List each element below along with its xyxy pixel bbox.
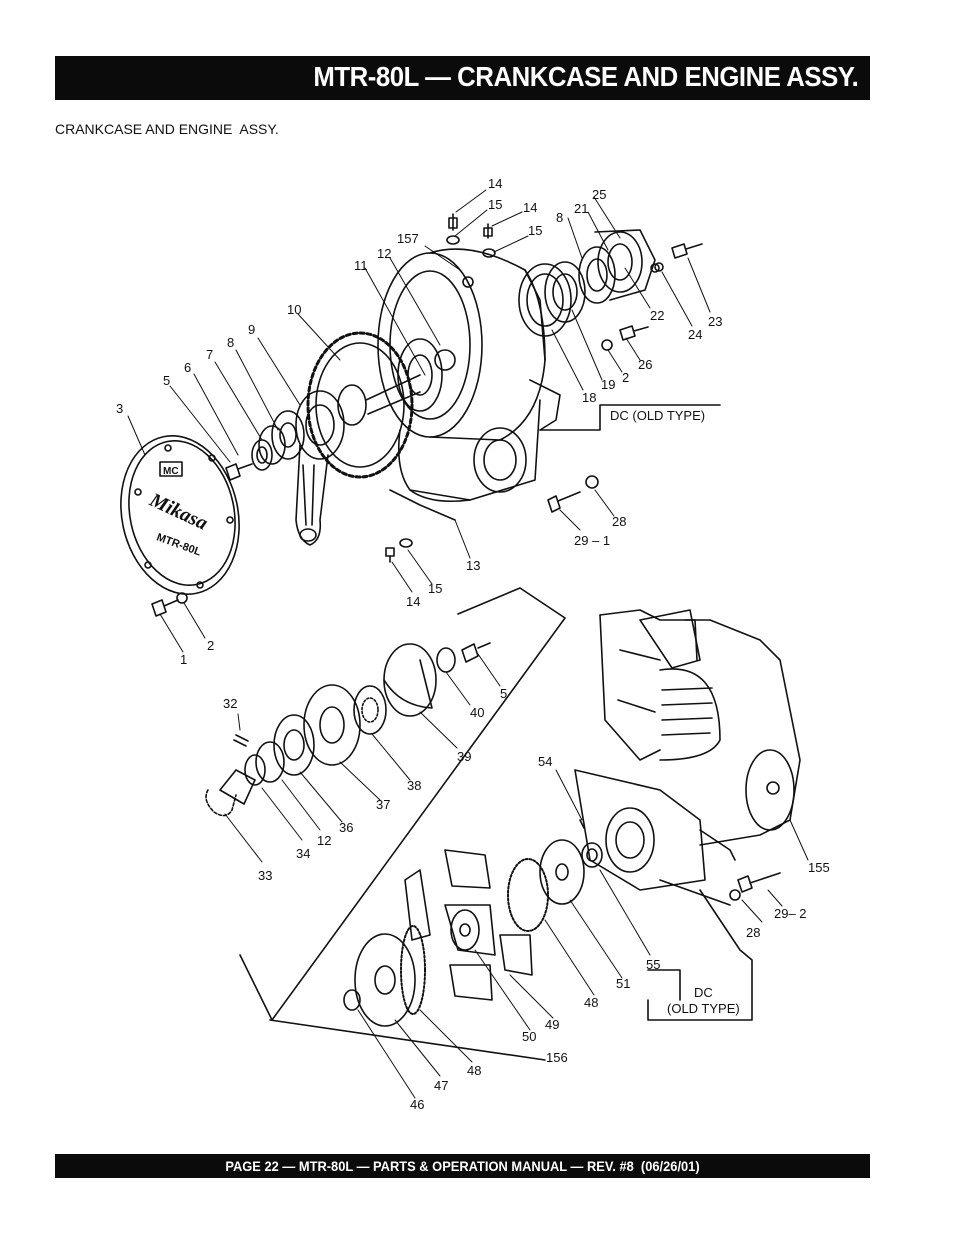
part-label: 12 xyxy=(317,833,331,848)
part-label: 8 xyxy=(556,210,563,225)
part-label: 6 xyxy=(184,360,191,375)
part-label: 157 xyxy=(397,231,419,246)
part-label: 11 xyxy=(354,258,368,273)
part-label: 8 xyxy=(227,335,234,350)
part-label: 22 xyxy=(650,308,664,323)
part-label: 14 xyxy=(406,594,420,609)
part-label: 1 xyxy=(180,652,187,667)
clutch-shaft-assembly xyxy=(205,587,566,1021)
part-label: 28 xyxy=(746,925,760,940)
part-label: 50 xyxy=(522,1029,536,1044)
dc-old-type-label: DC xyxy=(694,985,713,1000)
connecting-rod xyxy=(295,390,345,546)
crank-gear xyxy=(306,331,421,479)
part-label: 15 xyxy=(528,223,542,238)
crankcase-housing xyxy=(377,248,561,503)
part-label: 37 xyxy=(376,797,390,812)
dc-bracket-upper xyxy=(389,404,721,521)
part-label: 13 xyxy=(466,558,480,573)
part-label: 10 xyxy=(287,302,301,317)
cover-model: MTR-80L xyxy=(155,531,203,558)
part-label: 28 xyxy=(612,514,626,529)
page-footer: PAGE 22 — MTR-80L — PARTS & OPERATION MA… xyxy=(225,1158,700,1174)
crank-bearings xyxy=(251,410,305,471)
part-label: 9 xyxy=(248,322,255,337)
part-label: 23 xyxy=(708,314,722,329)
part-label: 39 xyxy=(457,749,471,764)
page-title-bar: MTR-80L — CRANKCASE AND ENGINE ASSY. xyxy=(55,56,870,100)
part-label: 18 xyxy=(582,390,596,405)
part-label: 32 xyxy=(223,696,237,711)
bolts-and-washers-upper xyxy=(151,243,703,617)
part-label: 51 xyxy=(616,976,630,991)
part-label: 48 xyxy=(467,1063,481,1078)
part-label: 40 xyxy=(470,705,484,720)
crankcase-cover xyxy=(120,435,240,595)
part-label: 26 xyxy=(638,357,652,372)
leader-lines xyxy=(127,189,809,1099)
part-label: 38 xyxy=(407,778,421,793)
page-footer-bar: PAGE 22 — MTR-80L — PARTS & OPERATION MA… xyxy=(55,1154,870,1178)
part-label: 49 xyxy=(545,1017,559,1032)
section-subtitle: CRANKCASE AND ENGINE ASSY. xyxy=(55,121,279,137)
part-label: 15 xyxy=(428,581,442,596)
cover-brand: Mikasa xyxy=(145,488,211,534)
part-label: 155 xyxy=(808,860,830,875)
part-label: 14 xyxy=(523,200,537,215)
part-label: 34 xyxy=(296,846,310,861)
part-label: 29 – 1 xyxy=(574,533,610,548)
part-label: 12 xyxy=(377,246,391,261)
part-label: 36 xyxy=(339,820,353,835)
coupling-assembly xyxy=(343,819,603,1027)
part-number-labels: 14 15 14 15 157 12 11 25 8 21 10 9 8 7 6… xyxy=(116,176,830,1112)
part-label: 5 xyxy=(163,373,170,388)
part-label: 55 xyxy=(646,957,660,972)
part-label: 54 xyxy=(538,754,552,769)
cover-logo: MC xyxy=(163,466,179,477)
part-label: 5 xyxy=(500,686,507,701)
page-title: MTR-80L — CRANKCASE AND ENGINE ASSY. xyxy=(313,61,858,92)
part-label: 156 xyxy=(546,1050,568,1065)
dc-bracket-lower xyxy=(269,889,753,1061)
part-label: 24 xyxy=(688,327,702,342)
part-label: 2 xyxy=(207,638,214,653)
dc-old-type-label: DC (OLD TYPE) xyxy=(610,408,705,423)
dc-old-type-label: (OLD TYPE) xyxy=(667,1001,740,1016)
engine-assembly xyxy=(574,609,801,906)
part-label: 3 xyxy=(116,401,123,416)
part-label: 48 xyxy=(584,995,598,1010)
part-label: 29– 2 xyxy=(774,906,807,921)
part-label: 14 xyxy=(488,176,502,191)
grease-fittings xyxy=(385,213,496,563)
part-label: 15 xyxy=(488,197,502,212)
part-label: 47 xyxy=(434,1078,448,1093)
part-label: 33 xyxy=(258,868,272,883)
part-label: 7 xyxy=(206,347,213,362)
part-label: 46 xyxy=(410,1097,424,1112)
part-label: 21 xyxy=(574,201,588,216)
part-label: 2 xyxy=(622,370,629,385)
part-label: 25 xyxy=(592,187,606,202)
part-label: 19 xyxy=(601,377,615,392)
bearing-housing-stack xyxy=(518,229,660,337)
